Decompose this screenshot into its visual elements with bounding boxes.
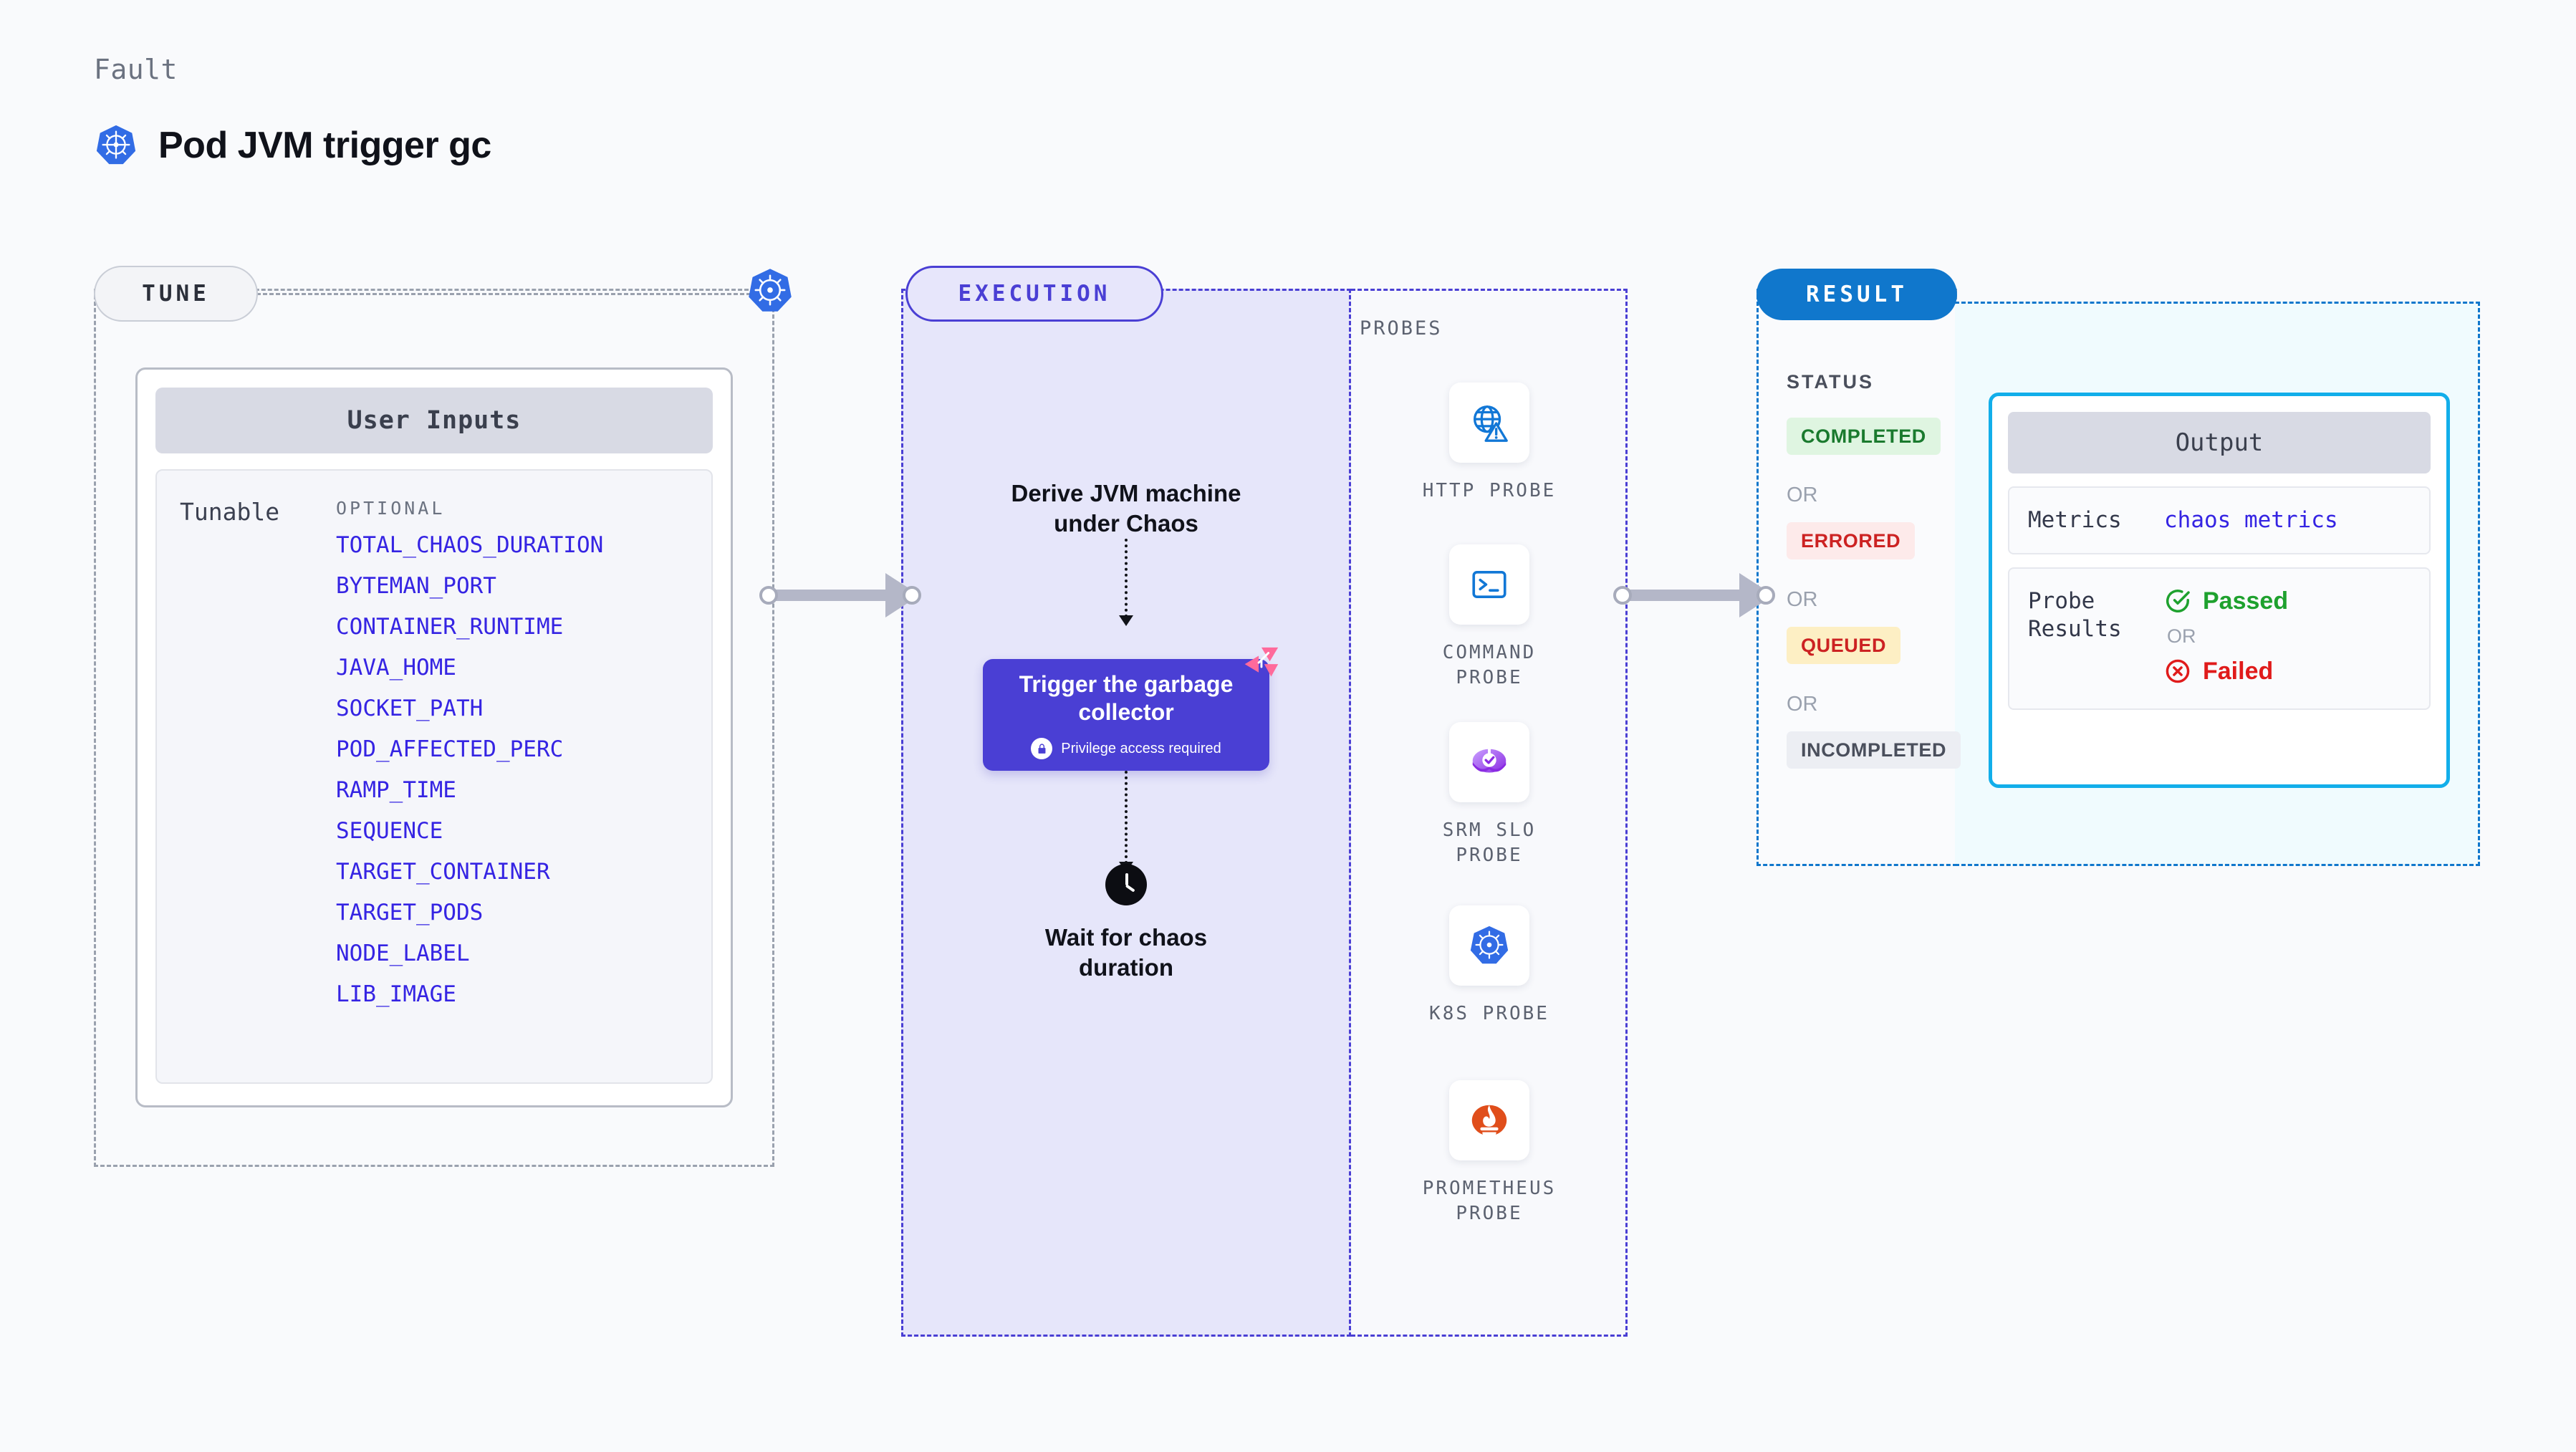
connector-end-dot <box>1756 586 1775 605</box>
execution-action-note: Privilege access required <box>1061 740 1221 756</box>
tunable-label: Tunable <box>180 498 280 526</box>
probe-result-passed: Passed <box>2164 587 2288 615</box>
kubernetes-icon <box>94 123 138 168</box>
kubernetes-icon <box>1449 905 1529 986</box>
connector-bar <box>775 590 893 601</box>
probe-label: PROMETHEUS PROBE <box>1422 1178 1557 1225</box>
output-card: Output Metrics chaos metrics Probe Resul… <box>1989 393 2450 788</box>
execution-action-card[interactable]: Trigger the garbage collector Privilege … <box>983 647 1279 771</box>
user-inputs-card: User Inputs Tunable OPTIONAL TOTAL_CHAOS… <box>135 367 733 1107</box>
tunable-option[interactable]: LIB_IMAGE <box>336 981 456 1007</box>
output-probe-results-key: Probe Results <box>2028 587 2122 642</box>
tunable-option[interactable]: SOCKET_PATH <box>336 696 484 721</box>
tunable-option[interactable]: TOTAL_CHAOS_DURATION <box>336 532 604 558</box>
status-or-label: OR <box>1787 588 1818 611</box>
check-circle-icon <box>2164 587 2191 615</box>
tune-node-kubernetes-icon <box>746 266 794 315</box>
tunable-option[interactable]: CONTAINER_RUNTIME <box>336 614 564 640</box>
tune-top-dashed-line <box>256 293 751 295</box>
output-row-metrics: Metrics chaos metrics <box>2008 486 2431 554</box>
output-row-probe-results: Probe Results Passed OR <box>2008 567 2431 710</box>
status-or-label: OR <box>1787 484 1818 506</box>
execution-stage-pill[interactable]: EXECUTION <box>905 266 1163 322</box>
terminal-icon <box>1449 544 1529 625</box>
output-card-body: Output Metrics chaos metrics Probe Resul… <box>1992 396 2446 726</box>
flow-arrow-action-to-wait <box>1119 771 1133 872</box>
page-title: Pod JVM trigger gc <box>158 125 491 166</box>
tunable-option[interactable]: SEQUENCE <box>336 818 443 844</box>
probe-result-or-label: OR <box>2167 625 2196 647</box>
tunable-option[interactable]: TARGET_PODS <box>336 900 484 925</box>
arrow-line <box>1125 771 1128 864</box>
probe-label: K8S PROBE <box>1429 1003 1549 1024</box>
result-stage-pill[interactable]: RESULT <box>1756 269 1957 320</box>
probe-label: SRM SLO PROBE <box>1442 819 1537 867</box>
result-status-container <box>1756 289 1957 866</box>
connector-start-dot <box>759 586 778 605</box>
probes-container <box>1351 289 1628 1337</box>
execution-step-wait: Wait for chaos duration <box>1044 924 1208 981</box>
globe-warning-icon <box>1449 383 1529 463</box>
optional-column-title: OPTIONAL <box>336 498 446 519</box>
probe-item-command[interactable]: COMMAND PROBE <box>1351 544 1628 691</box>
probe-label: HTTP PROBE <box>1422 480 1557 501</box>
probe-item-http[interactable]: HTTP PROBE <box>1351 383 1628 504</box>
status-badge-queued: QUEUED <box>1787 627 1901 664</box>
page-title-row: Pod JVM trigger gc <box>94 123 491 168</box>
status-or-label: OR <box>1787 693 1818 716</box>
tune-container <box>94 289 774 1167</box>
probe-item-prometheus[interactable]: PROMETHEUS PROBE <box>1351 1080 1628 1226</box>
x-circle-icon <box>2164 658 2191 685</box>
connector-end-dot <box>903 586 921 605</box>
status-badge-completed: COMPLETED <box>1787 418 1941 455</box>
tune-stage-pill[interactable]: TUNE <box>94 266 258 322</box>
user-inputs-header: User Inputs <box>155 388 713 453</box>
status-title: STATUS <box>1787 371 1874 393</box>
connector-start-dot <box>1613 586 1632 605</box>
optional-options-column: OPTIONAL TOTAL_CHAOS_DURATION BYTEMAN_PO… <box>336 498 711 1082</box>
tunable-option[interactable]: RAMP_TIME <box>336 777 456 803</box>
connector-bar <box>1629 590 1746 601</box>
probe-result-failed: Failed <box>2164 658 2288 686</box>
probe-result-failed-label: Failed <box>2203 657 2274 685</box>
flow-arrow-derive-to-action <box>1119 539 1133 626</box>
status-badge-errored: ERRORED <box>1787 522 1916 559</box>
output-metrics-value[interactable]: chaos metrics <box>2164 507 2338 534</box>
tunable-option[interactable]: BYTEMAN_PORT <box>336 573 496 599</box>
probe-item-srm-slo[interactable]: SRM SLO PROBE <box>1351 722 1628 868</box>
status-badge-incompleted: INCOMPLETED <box>1787 731 1961 769</box>
lock-icon <box>1031 738 1053 760</box>
connector-execution-to-result <box>1613 573 1775 617</box>
tunable-option[interactable]: POD_AFFECTED_PERC <box>336 736 564 762</box>
prometheus-icon <box>1449 1080 1529 1160</box>
srm-slo-icon <box>1449 722 1529 802</box>
execution-step-derive: Derive JVM machine under Chaos <box>1011 480 1241 537</box>
connector-tune-to-execution <box>759 573 921 617</box>
output-metrics-key: Metrics <box>2028 507 2122 533</box>
probe-item-k8s[interactable]: K8S PROBE <box>1351 905 1628 1027</box>
execution-action-note-row: Privilege access required <box>1031 738 1221 760</box>
user-inputs-body: Tunable OPTIONAL TOTAL_CHAOS_DURATION BY… <box>155 469 713 1084</box>
probes-title: PROBES <box>1360 317 1443 340</box>
arrow-line <box>1125 539 1128 617</box>
output-header: Output <box>2008 412 2431 473</box>
tunable-option[interactable]: TARGET_CONTAINER <box>336 859 550 885</box>
arrow-head-icon <box>1119 615 1133 626</box>
tunable-option[interactable]: JAVA_HOME <box>336 655 456 681</box>
clock-icon <box>1105 864 1147 905</box>
tunable-option[interactable]: NODE_LABEL <box>336 941 470 966</box>
litmuschaos-icon <box>1238 643 1282 688</box>
page-eyebrow: Fault <box>94 54 178 85</box>
probe-label: COMMAND PROBE <box>1442 642 1537 689</box>
execution-action-title: Trigger the garbage collector <box>1019 670 1234 725</box>
probe-results-stack: Passed OR Failed <box>2164 587 2288 686</box>
probe-result-passed-label: Passed <box>2203 587 2289 615</box>
